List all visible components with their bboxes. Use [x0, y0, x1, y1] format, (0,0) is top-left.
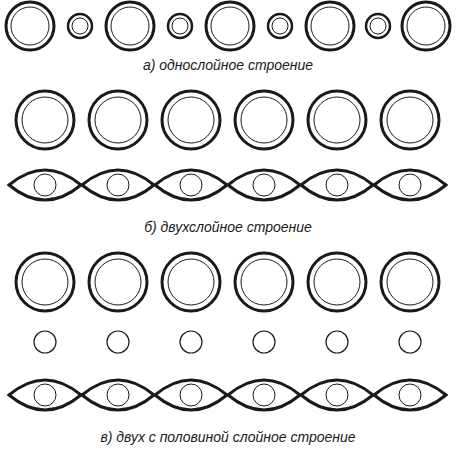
flattened-sphere [82, 170, 154, 200]
caption-text: б) двухслойное строение [141, 219, 315, 235]
structure-caption: б) двухслойное строение [0, 218, 456, 236]
large-sphere [162, 253, 220, 311]
two-and-half-layer-rows [9, 253, 446, 410]
structure-caption: а) однослойное строение [0, 56, 456, 74]
large-sphere [402, 2, 450, 50]
large-sphere [381, 253, 439, 311]
large-sphere [308, 91, 366, 149]
small-sphere [399, 331, 421, 353]
small-sphere [180, 331, 202, 353]
flattened-sphere [155, 170, 227, 200]
small-sphere [168, 14, 192, 38]
large-sphere [16, 253, 74, 311]
flattened-sphere [155, 380, 227, 410]
large-sphere [206, 2, 254, 50]
flattened-sphere [301, 380, 373, 410]
large-sphere [235, 91, 293, 149]
small-sphere [253, 331, 275, 353]
large-sphere [6, 2, 54, 50]
flattened-sphere [82, 380, 154, 410]
small-sphere [34, 331, 56, 353]
large-sphere [89, 91, 147, 149]
flattened-sphere [9, 380, 81, 410]
large-sphere [106, 2, 154, 50]
large-sphere [162, 91, 220, 149]
large-sphere [306, 2, 354, 50]
small-sphere [68, 14, 92, 38]
large-sphere [235, 253, 293, 311]
small-sphere [107, 331, 129, 353]
flattened-sphere [228, 170, 300, 200]
single-layer-row [6, 2, 450, 50]
flattened-sphere [9, 170, 81, 200]
structure-caption: в) двух с половиной слойное строение [0, 428, 456, 446]
double-layer-rows [9, 91, 446, 200]
small-sphere [326, 331, 348, 353]
caption-text: а) однослойное строение [140, 57, 316, 73]
flattened-sphere [301, 170, 373, 200]
flattened-sphere [374, 380, 446, 410]
small-sphere [268, 14, 292, 38]
large-sphere [381, 91, 439, 149]
large-sphere [89, 253, 147, 311]
large-sphere [308, 253, 366, 311]
small-sphere [366, 14, 390, 38]
flattened-sphere [228, 380, 300, 410]
large-sphere [16, 91, 74, 149]
caption-text: в) двух с половиной слойное строение [97, 429, 358, 445]
flattened-sphere [374, 170, 446, 200]
